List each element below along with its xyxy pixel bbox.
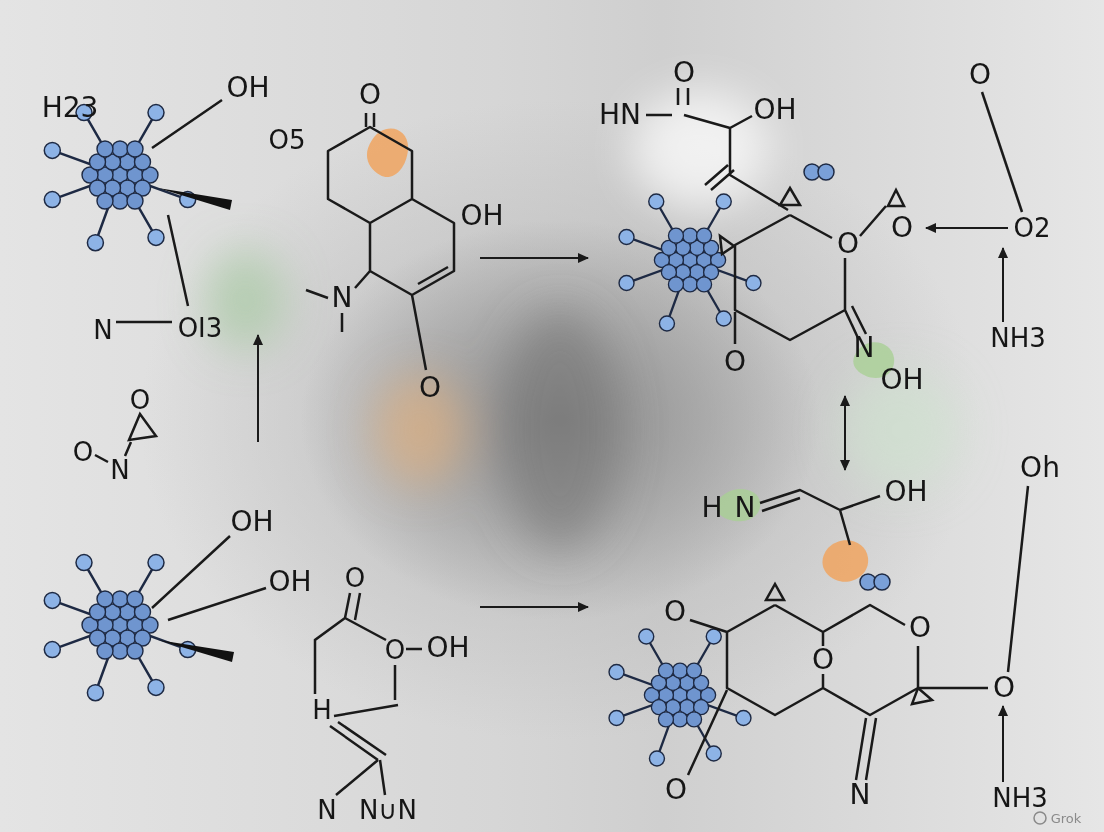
atom-label: N∪N [359, 797, 417, 823]
atom-label: H [701, 494, 722, 522]
watermark-icon [1034, 812, 1046, 824]
atom-label: N [93, 317, 112, 343]
atom-label: O [130, 387, 150, 413]
atom-cluster [44, 105, 195, 251]
atom-label: OH [460, 202, 503, 230]
atom-label: OI3 [178, 315, 223, 341]
atom-ball [818, 164, 834, 180]
reaction-arrow [480, 606, 588, 608]
highlight-blob [822, 540, 868, 581]
atom-label: OH [753, 96, 796, 124]
watermark: Grok [1051, 812, 1082, 825]
atom-label: N [317, 797, 336, 823]
ring-skeleton [646, 88, 886, 344]
atom-label: O [673, 59, 695, 87]
blur-blob [375, 375, 465, 485]
atom-label: O [665, 776, 687, 804]
ring-skeleton [306, 113, 454, 370]
blur-blob [630, 90, 770, 210]
atom-label: O [359, 81, 381, 109]
atom-label: OH [226, 74, 269, 102]
reaction-arrow [480, 257, 588, 259]
triangle-ring [766, 584, 932, 704]
triangle-ring [129, 414, 156, 440]
atom-label: NH3 [990, 325, 1046, 351]
atom-label: N [854, 334, 875, 362]
reagent-arrow [1002, 706, 1004, 782]
ring-skeleton [688, 486, 1028, 780]
bond-lines [152, 536, 266, 620]
atom-label: O [724, 348, 746, 376]
background-blobs [205, 90, 960, 550]
atom-label: N [110, 457, 129, 483]
reaction-arrow [257, 335, 259, 442]
reagent-arrow [926, 227, 1008, 229]
atom-ball [874, 574, 890, 590]
atom-label: NH3 [992, 785, 1048, 811]
atom-label: OH [880, 366, 923, 394]
wedge-bond [158, 188, 232, 210]
atom-label: Oh [1020, 454, 1060, 482]
bond-lines [116, 100, 222, 322]
bond-lines [982, 92, 1022, 212]
atom-label: HN [599, 101, 641, 129]
atom-label: H23 [42, 94, 99, 122]
atom-label: H [312, 697, 332, 723]
atom-label: O [664, 598, 686, 626]
atom-cluster [609, 629, 751, 766]
chain-bonds [315, 593, 422, 795]
atom-label: O5 [268, 127, 305, 153]
atom-cluster [619, 194, 761, 331]
atom-label: O [909, 614, 931, 642]
atom-label: O [969, 61, 991, 89]
atom-label: N [735, 494, 756, 522]
atom-cluster [44, 555, 195, 701]
highlight-blob [716, 489, 760, 521]
atom-label: OH [426, 634, 469, 662]
equilibrium-arrow [844, 396, 846, 470]
atom-label: OH [884, 478, 927, 506]
atom-label: O [812, 646, 834, 674]
triangle-ring [720, 188, 904, 254]
atom-label: O [385, 637, 405, 663]
atom-label: O [837, 230, 859, 258]
atom-label: N [332, 284, 353, 312]
atom-label: O [993, 674, 1015, 702]
atom-label: O [345, 565, 365, 591]
atom-label: O2 [1013, 215, 1050, 241]
atom-label: O [73, 439, 93, 465]
atom-label: O [419, 374, 441, 402]
atom-label: OH [268, 568, 311, 596]
wedge-bond [158, 640, 234, 662]
atom-label: N [850, 781, 871, 809]
atom-label: OH [230, 508, 273, 536]
atom-label: O [891, 214, 913, 242]
reagent-arrow [1002, 248, 1004, 322]
blur-blob [500, 310, 620, 550]
